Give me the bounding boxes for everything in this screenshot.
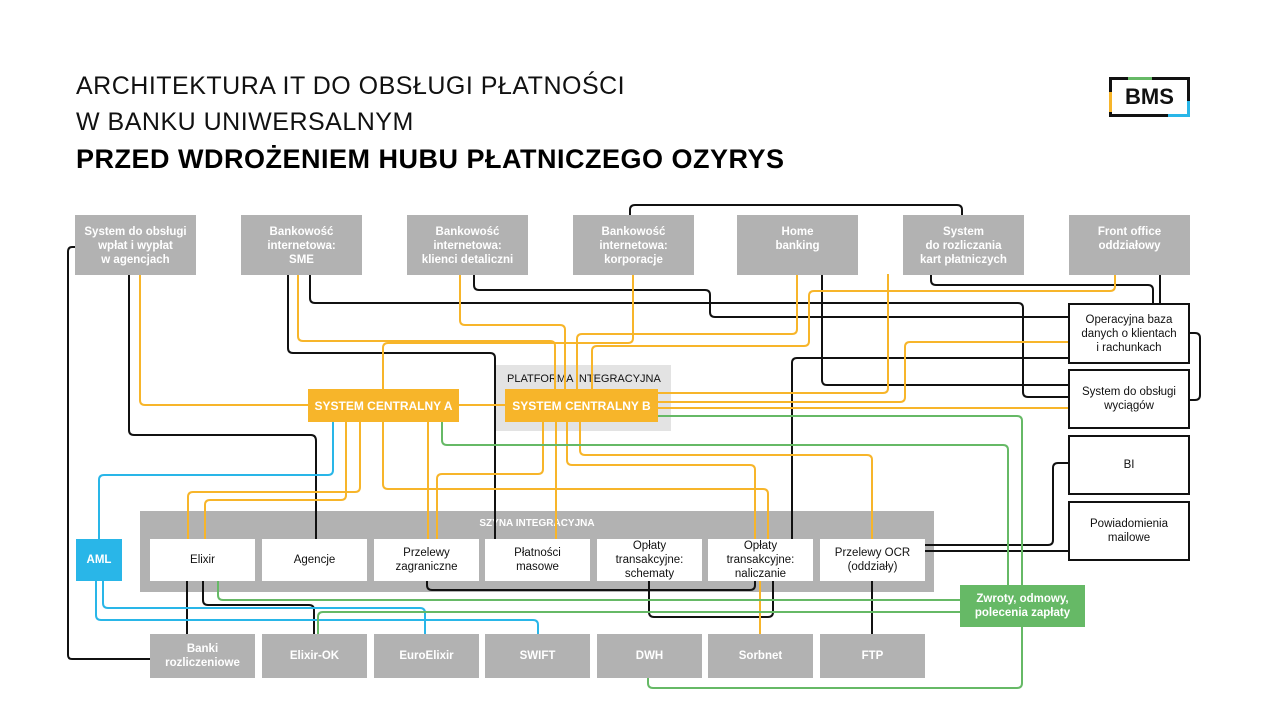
system-internet-banking-corporate[interactable]: Bankowość internetowa: korporacje [573,215,694,275]
bus-module-foreign-transfers[interactable]: Przelewy zagraniczne [374,539,479,581]
system-agencje-deposits[interactable]: System do obsługi wpłat i wypłat w agenc… [75,215,196,275]
black-connections [67,204,1201,660]
external-dwh[interactable]: DWH [597,634,702,678]
bus-module-mass-payments[interactable]: Płatności masowe [485,539,590,581]
logo-text: BMS [1125,84,1174,109]
system-internet-banking-sme[interactable]: Bankowość internetowa: SME [241,215,362,275]
central-system-a[interactable]: SYSTEM CENTRALNY A [308,389,459,422]
external-elixir-ok[interactable]: Elixir-OK [262,634,367,678]
aml-system[interactable]: AML [76,539,122,581]
system-front-office[interactable]: Front office oddziałowy [1069,215,1190,275]
external-ftp[interactable]: FTP [820,634,925,678]
bus-module-elixir[interactable]: Elixir [150,539,255,581]
title-line-3: PRZED WDROŻENIEM HUBU PŁATNICZEGO OZYRYS [76,144,785,174]
bus-module-ocr-transfers[interactable]: Przelewy OCR (oddziały) [820,539,925,581]
system-card-settlement[interactable]: System do rozliczania kart płatniczych [903,215,1024,275]
bus-module-agencje[interactable]: Agencje [262,539,367,581]
green-connections [217,415,1023,689]
system-internet-banking-retail[interactable]: Bankowość internetowa: klienci detaliczn… [407,215,528,275]
external-euroelixir[interactable]: EuroElixir [374,634,479,678]
bus-module-fee-calculation[interactable]: Opłaty transakcyjne: naliczanie [708,539,813,581]
system-home-banking[interactable]: Home banking [737,215,858,275]
title-line-2: W BANKU UNIWERSALNYM [76,108,414,136]
external-swift[interactable]: SWIFT [485,634,590,678]
title-line-1: ARCHITEKTURA IT DO OBSŁUGI PŁATNOŚCI [76,72,626,100]
bus-label: SZYNA INTEGRACYJNA [479,518,595,529]
system-bi[interactable]: BI [1068,435,1190,495]
system-statements[interactable]: System do obsługi wyciągów [1068,369,1190,429]
bms-logo: BMS [1109,77,1190,117]
system-operational-db[interactable]: Operacyjna baza danych o klientach i rac… [1068,303,1190,364]
platform-label: PLATFORMA INTEGRACYJNA [507,373,661,385]
system-email-notifications[interactable]: Powiadomienia mailowe [1068,501,1190,561]
central-system-b[interactable]: SYSTEM CENTRALNY B [505,389,658,422]
orange-connections [139,274,1116,634]
external-sorbnet[interactable]: Sorbnet [708,634,813,678]
bus-module-fee-schemes[interactable]: Opłaty transakcyjne: schematy [597,539,702,581]
returns-system[interactable]: Zwroty, odmowy, polecenia zapłaty [960,585,1085,627]
external-settlement-banks[interactable]: Banki rozliczeniowe [150,634,255,678]
